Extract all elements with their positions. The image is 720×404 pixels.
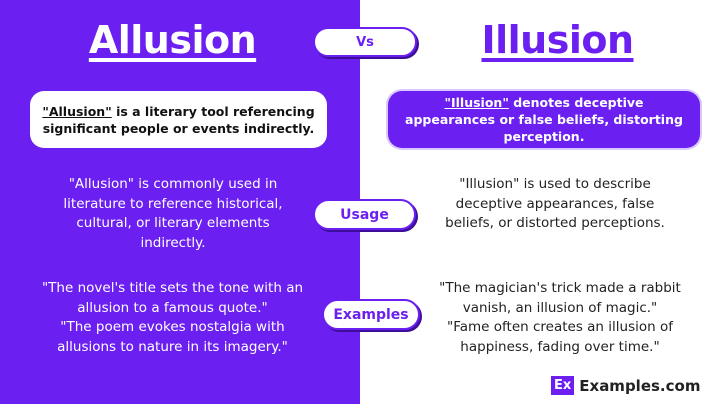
logo-mark-icon: Ex: [551, 376, 575, 395]
definition-term: "Illusion": [444, 95, 509, 110]
allusion-definition: "Allusion" is a literary tool referencin…: [30, 91, 327, 148]
illusion-examples: "The magician's trick made a rabbit vani…: [425, 279, 695, 357]
example-item: "The magician's trick made a rabbit vani…: [439, 280, 681, 316]
example-item: "The poem evokes nostalgia with allusion…: [57, 319, 288, 355]
allusion-examples: "The novel's title sets the tone with an…: [30, 279, 315, 357]
example-item: "The novel's title sets the tone with an…: [41, 280, 304, 316]
definition-text: denotes deceptive appearances or false b…: [405, 95, 683, 144]
allusion-usage: "Allusion" is commonly used in literatur…: [63, 176, 283, 251]
definition-term: "Allusion": [42, 103, 112, 119]
vs-pill: Vs: [313, 27, 417, 57]
logo-text: Examples.com: [579, 376, 701, 395]
left-panel: [0, 0, 360, 404]
examples-pill: Examples: [322, 299, 420, 330]
illusion-title: Illusion: [481, 18, 634, 62]
illusion-usage: "Illusion" is used to describe deceptive…: [445, 176, 665, 231]
usage-pill: Usage: [313, 199, 416, 230]
illusion-definition: "Illusion" denotes deceptive appearances…: [388, 91, 700, 148]
examples-logo: Ex Examples.com: [551, 376, 700, 395]
allusion-title: Allusion: [88, 18, 257, 62]
example-item: "Fame often creates an illusion of happi…: [447, 319, 673, 355]
definition-text: is a literary tool referencing significa…: [42, 103, 315, 136]
